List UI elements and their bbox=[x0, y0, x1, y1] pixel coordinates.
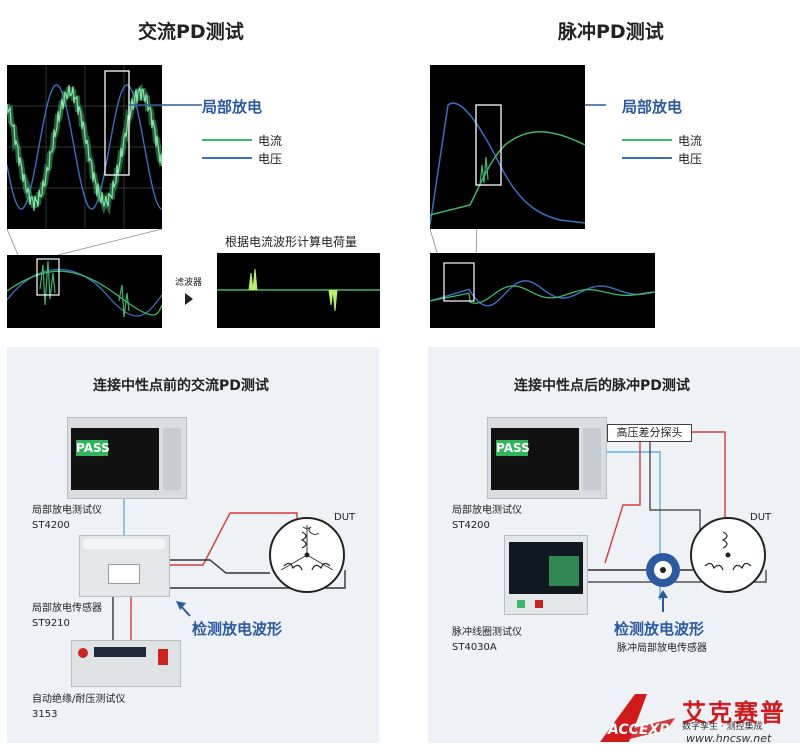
pass-indicator-right: PASS bbox=[496, 440, 530, 456]
device-st4200-model-right: ST4200 bbox=[452, 520, 490, 531]
device-st4200-name-right: 局部放电测试仪 bbox=[452, 505, 522, 516]
pulse-pd-title: 脉冲PD测试 bbox=[558, 21, 664, 43]
pulse-diagram-title: 连接中性点后的脉冲PD测试 bbox=[514, 378, 690, 394]
brand-url: www.hncsw.net bbox=[686, 732, 772, 745]
device-st4200-model-left: ST4200 bbox=[32, 520, 70, 531]
charge-calc-label: 根据电流波形计算电荷量 bbox=[225, 235, 358, 249]
hv-probe-box: 高压差分探头 bbox=[607, 424, 692, 442]
pulse-pd-label: 局部放电 bbox=[622, 98, 683, 116]
detect-waveform-label-right: 检测放电波形 bbox=[614, 620, 705, 638]
pulse-main-scope bbox=[430, 65, 585, 229]
device-st9210-name: 局部放电传感器 bbox=[32, 603, 102, 614]
ac-diagram-title: 连接中性点前的交流PD测试 bbox=[93, 378, 269, 394]
pulse-main-waveform bbox=[430, 102, 585, 226]
pulse-zoom-waveform bbox=[430, 262, 655, 307]
filtered-scope bbox=[217, 253, 380, 328]
filter-label: 滤波器 bbox=[175, 278, 203, 288]
brand-slogan: 数字孪生 · 测控集成 bbox=[682, 722, 763, 732]
st9210-sensor bbox=[79, 535, 170, 597]
ac-pd-label: 局部放电 bbox=[202, 98, 263, 116]
pulse-zoom-scope bbox=[430, 253, 655, 328]
ac-main-scope bbox=[7, 65, 162, 229]
ac-zoom-scope bbox=[7, 255, 162, 328]
pulse-pd-sensor-label: 脉冲局部放电传感器 bbox=[617, 643, 707, 654]
arrow-right-icon bbox=[185, 293, 193, 305]
ac-legend-voltage: 电压 bbox=[258, 152, 283, 166]
ac-zoom-waveform bbox=[7, 258, 162, 318]
pulse-legend-voltage: 电压 bbox=[678, 152, 703, 166]
accexp-logo-mark-icon bbox=[600, 694, 675, 742]
pass-indicator: PASS bbox=[76, 440, 110, 456]
ac-legend-current: 电流 bbox=[258, 134, 283, 148]
tester-3153 bbox=[71, 640, 181, 687]
device-3153-model: 3153 bbox=[32, 709, 58, 720]
pulse-legend-current: 电流 bbox=[678, 134, 703, 148]
ac-pd-title: 交流PD测试 bbox=[138, 21, 244, 43]
device-st4200-name-left: 局部放电测试仪 bbox=[32, 505, 102, 516]
st4200-instrument-right: PASS bbox=[487, 417, 607, 499]
device-st9210-model: ST9210 bbox=[32, 618, 70, 629]
pd-highlight-box bbox=[104, 70, 130, 176]
filtered-waveform bbox=[217, 268, 380, 312]
device-st4030a-model: ST4030A bbox=[452, 642, 497, 653]
dut-label-left: DUT bbox=[334, 512, 356, 523]
ac-main-waveform bbox=[7, 65, 162, 229]
st4030a-instrument bbox=[504, 535, 588, 615]
dut-label-right: DUT bbox=[750, 512, 772, 523]
accexp-logo-text: ACCEXP bbox=[608, 722, 670, 738]
device-3153-name: 自动绝缘/耐压测试仪 bbox=[32, 694, 126, 705]
st4200-instrument-left: PASS bbox=[67, 417, 187, 499]
device-st4030a-name: 脉冲线圈测试仪 bbox=[452, 627, 522, 638]
pulse-highlight-box bbox=[475, 104, 502, 186]
detect-waveform-label-left: 检测放电波形 bbox=[192, 620, 283, 638]
brand-name: 艾克赛普 bbox=[682, 699, 786, 727]
